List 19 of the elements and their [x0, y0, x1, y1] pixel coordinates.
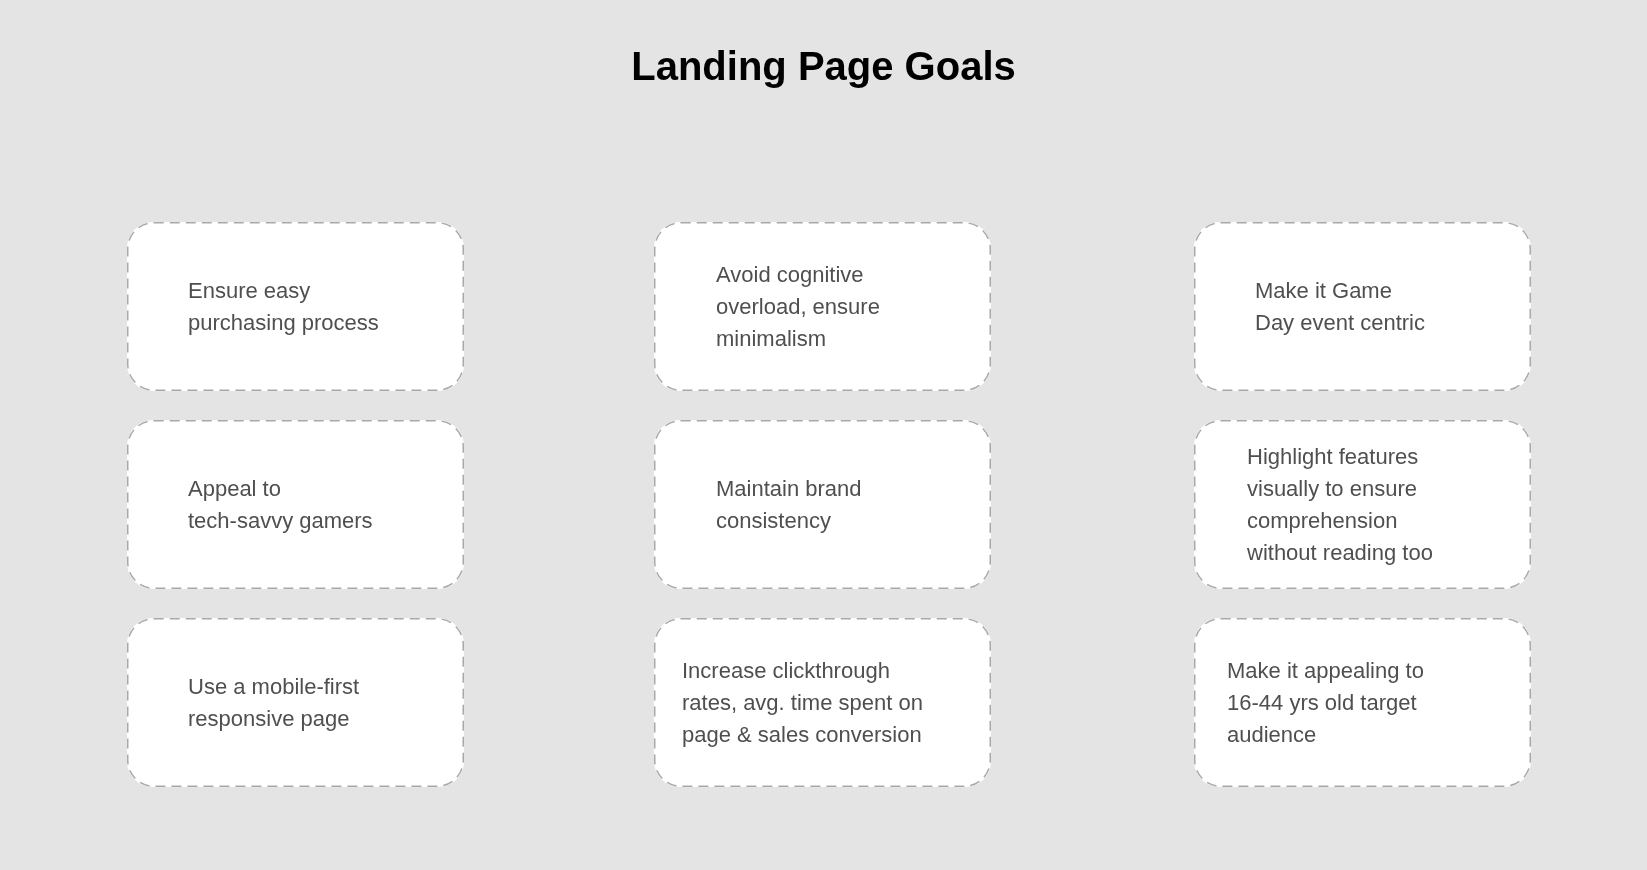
goal-card: [654, 222, 991, 391]
goal-card: [127, 222, 464, 391]
goal-card: [1194, 420, 1531, 589]
goal-text: Avoid cognitive overload, ensure minimalism: [716, 260, 880, 353]
goal-card: [654, 420, 991, 589]
goal-card: [1194, 618, 1531, 787]
goal-card: [1194, 222, 1531, 391]
goal-text: Use a mobile-first responsive page: [188, 672, 360, 733]
goal-text: Highlight features visually to ensure comprehension without reading too: [1247, 442, 1433, 567]
goal-card: [654, 618, 991, 787]
diagram-title: Landing Page Goals: [631, 43, 1016, 90]
goal-text: Increase clickthrough rates, avg. time spent on page & sales conversion: [682, 656, 923, 749]
goal-text: Ensure easy purchasing process: [188, 276, 379, 337]
goal-text: Maintain brand consistency: [716, 474, 862, 535]
goal-text: Make it Game Day event centric: [1255, 276, 1425, 337]
goal-card: [127, 420, 464, 589]
goal-text: Make it appealing to 16-44 yrs old target audience: [1227, 656, 1424, 749]
goal-text: Appeal to tech-savvy gamers: [188, 474, 373, 535]
goal-card: [127, 618, 464, 787]
